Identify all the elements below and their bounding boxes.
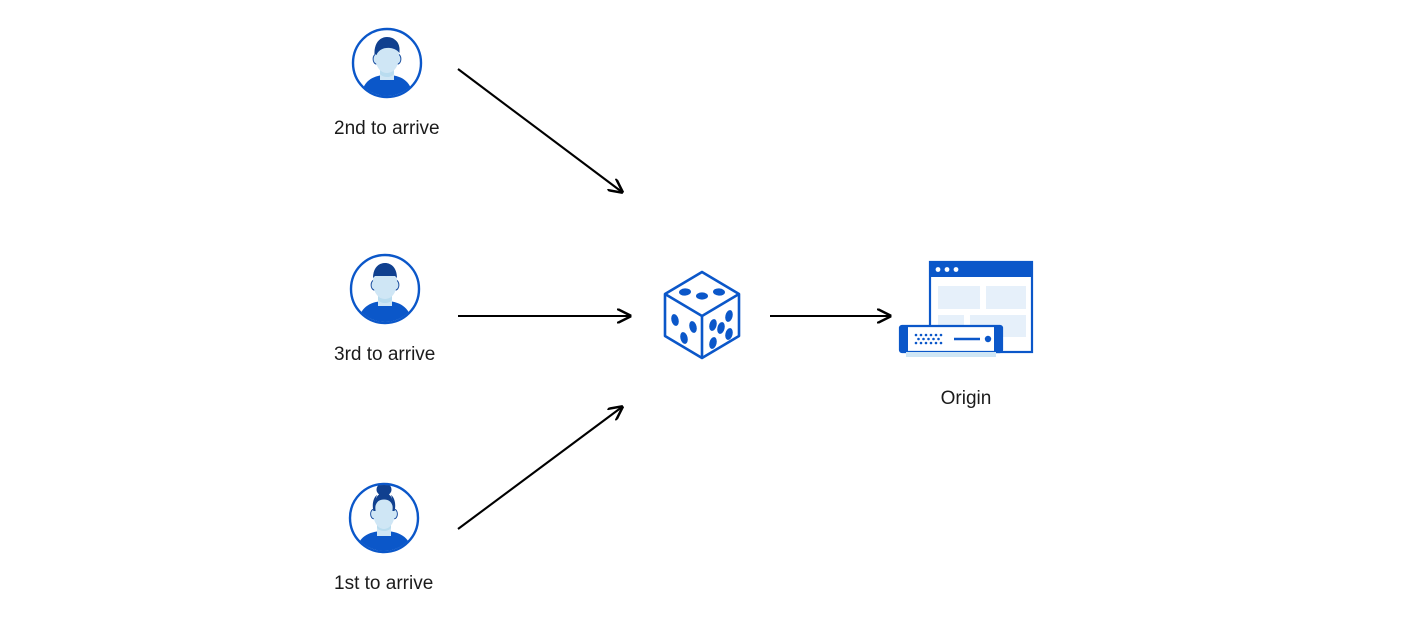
node-label-client-3rd: 3rd to arrive xyxy=(334,344,436,365)
origin-server-icon xyxy=(896,258,1036,373)
node-client-3rd[interactable]: 3rd to arrive xyxy=(334,252,435,367)
arrow-1st-to-dice xyxy=(457,407,622,530)
node-dice[interactable] xyxy=(660,268,744,367)
user-avatar-icon xyxy=(350,26,424,100)
node-client-2nd[interactable]: 2nd to arrive xyxy=(334,26,440,141)
user-avatar-icon xyxy=(348,252,422,326)
node-origin[interactable]: Origin xyxy=(896,258,1036,411)
node-label-origin: Origin xyxy=(940,388,992,409)
arrow-2nd-to-dice xyxy=(457,68,622,192)
node-label-client-1st: 1st to arrive xyxy=(334,573,434,594)
server-device xyxy=(898,324,1004,357)
node-label-client-2nd: 2nd to arrive xyxy=(334,118,440,139)
node-client-1st[interactable]: 1st to arrive xyxy=(334,481,433,596)
dice-icon xyxy=(660,268,744,367)
user-avatar-icon xyxy=(347,481,421,555)
